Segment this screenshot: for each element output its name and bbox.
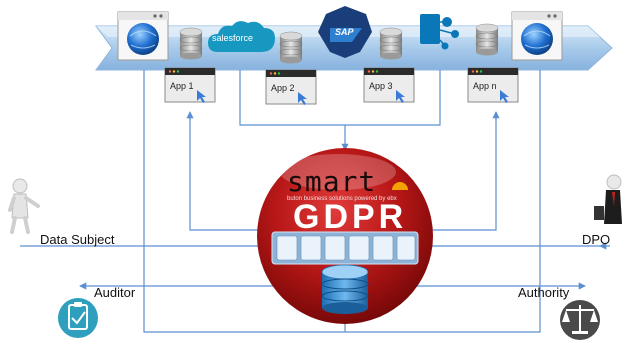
app-2-label: App 2 xyxy=(271,83,295,93)
sap-logo xyxy=(318,6,372,58)
data-subject-figure-icon xyxy=(8,178,40,234)
auditor-clipboard-icon xyxy=(58,298,98,338)
app-1-label: App 1 xyxy=(170,81,194,91)
app-window xyxy=(363,67,415,103)
authority-label: Authority xyxy=(518,285,570,300)
app-window xyxy=(467,67,519,103)
sharepoint-logo xyxy=(420,14,459,50)
browser-window-right xyxy=(511,11,563,61)
module-icon xyxy=(300,235,322,261)
database-icon xyxy=(475,23,499,56)
cursor-icon xyxy=(197,90,206,103)
dpo-label: DPO xyxy=(582,232,611,247)
globe-icon xyxy=(521,23,553,55)
sun-accent-icon xyxy=(392,182,408,190)
salesforce-logo xyxy=(208,21,275,52)
auditor-label: Auditor xyxy=(94,285,136,300)
app-window xyxy=(265,69,317,105)
database-icon xyxy=(379,27,403,60)
central-database-icon xyxy=(321,264,369,314)
sap-label: SAP xyxy=(335,27,354,37)
salesforce-label: salesforce xyxy=(212,33,254,43)
tagline: buton business solutions powered by ebx xyxy=(287,196,397,202)
cursor-icon xyxy=(298,92,307,105)
gdpr-title: GDPR xyxy=(293,198,408,236)
smart-gdpr-sphere xyxy=(257,148,433,324)
database-icon xyxy=(279,31,303,64)
app-n-label: App n xyxy=(473,81,497,91)
database-icon xyxy=(179,27,203,60)
module-icon xyxy=(276,235,298,261)
cursor-icon xyxy=(396,90,405,103)
cursor-icon xyxy=(500,90,509,103)
globe-icon xyxy=(127,23,159,55)
module-icon xyxy=(348,235,370,261)
module-icon xyxy=(372,235,394,261)
module-icon xyxy=(324,235,346,261)
data-subject-label: Data Subject xyxy=(40,232,115,247)
browser-window-left xyxy=(117,11,169,61)
dpo-figure-icon xyxy=(594,174,622,224)
authority-scales-icon xyxy=(560,300,600,340)
app-3-label: App 3 xyxy=(369,81,393,91)
module-icon xyxy=(396,235,416,261)
app-window xyxy=(164,67,216,103)
smart-brand: smart xyxy=(287,165,377,198)
